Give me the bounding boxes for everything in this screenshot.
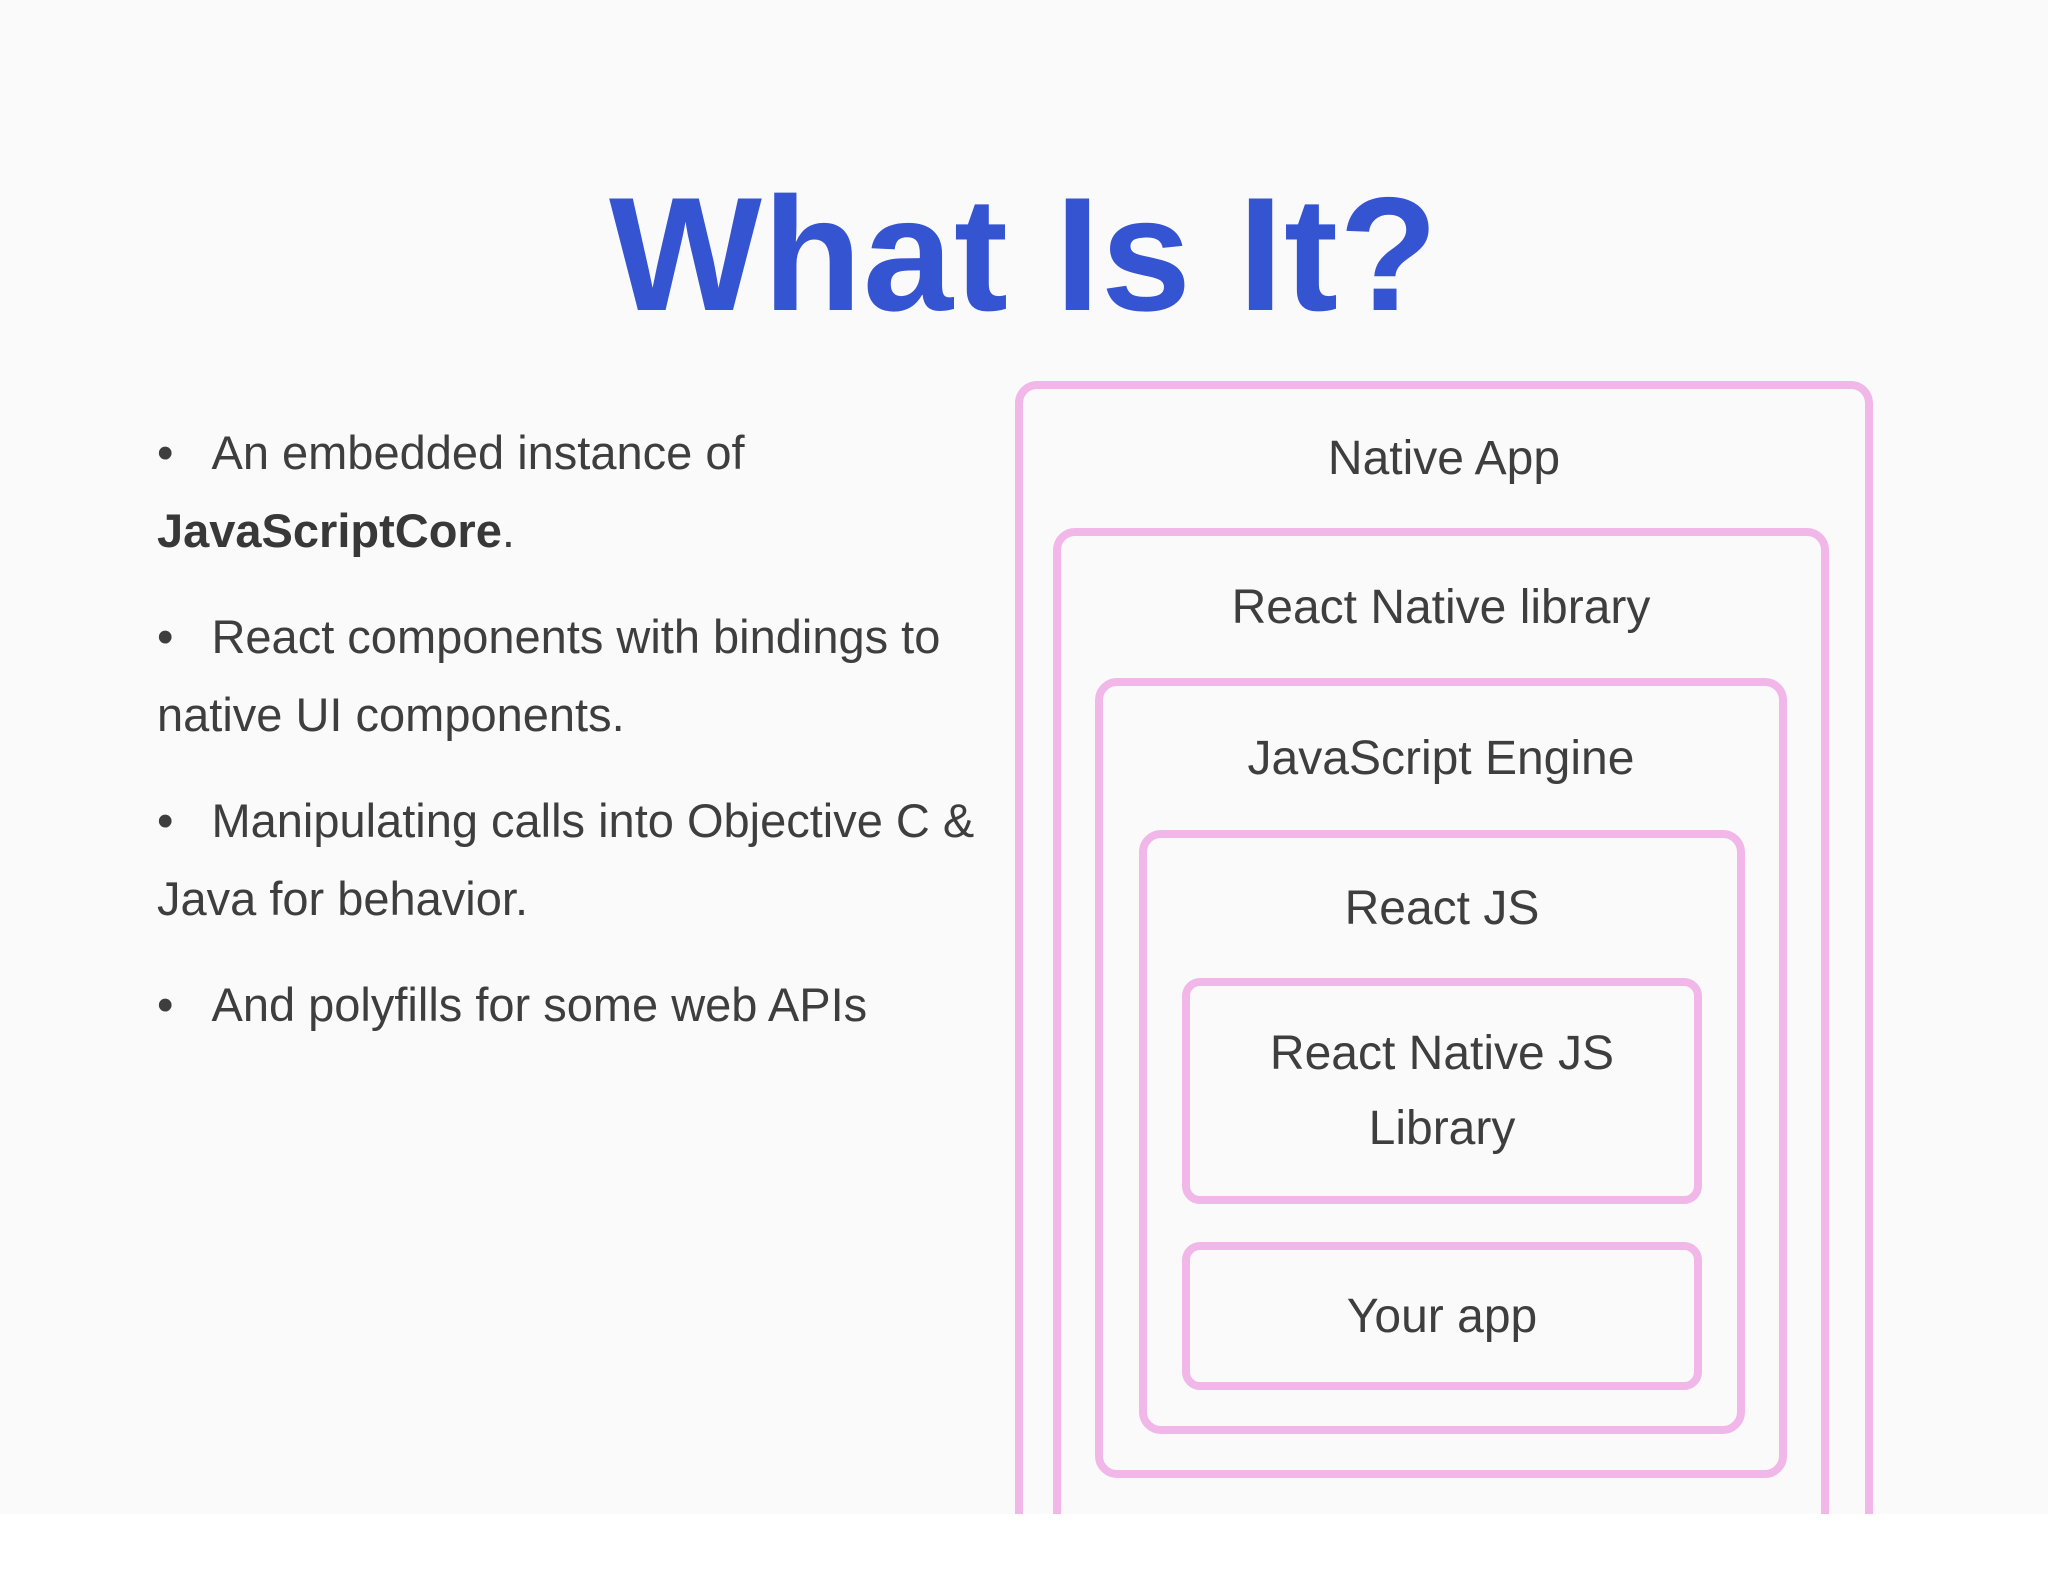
diagram-label: Native App [1327,432,1561,485]
bullet-text: And polyfills for some web APIs [211,978,868,1031]
bullet-text: React components with bindings to native… [157,610,941,741]
slide-title: What Is It? [609,164,1439,345]
diagram-label: JavaScript Engine [1247,731,1635,785]
bullet-item: •React components with bindings to nativ… [157,598,1047,754]
bullet-text: Manipulating calls into Objective C & Ja… [157,794,975,925]
bullet-item: • An embedded instance of JavaScriptCore. [157,414,1047,570]
bullet-marker: • [157,610,174,663]
bullet-marker: • [157,978,174,1031]
diagram-label: React Native JS Library [1269,1027,1615,1155]
diagram-label: React Native library [1231,580,1651,634]
bullet-text-bold: JavaScriptCore [157,504,502,557]
diagram-box-your-app: Your app [1182,1242,1702,1390]
diagram-label: Your app [1346,1289,1538,1343]
architecture-diagram: Native App React Native library JavaScri… [1015,381,1873,1514]
bullet-marker: • [157,426,174,479]
diagram-label: React JS [1344,881,1540,935]
bullet-text: . [501,504,515,557]
slide-bottom-margin [0,1514,2048,1582]
bullet-item: •Manipulating calls into Objective C & J… [157,782,1047,938]
bullet-list: • An embedded instance of JavaScriptCore.… [157,414,1047,1072]
diagram-box-javascript-engine: JavaScript Engine React JS React Native … [1095,678,1787,1478]
bullet-item: • And polyfills for some web APIs [157,966,1047,1044]
bullet-text: An embedded instance of [211,426,745,479]
diagram-box-react-js: React JS React Native JS Library Your ap… [1139,830,1745,1434]
diagram-box-react-native-library: React Native library JavaScript Engine R… [1053,528,1829,1514]
bullet-marker: • [157,794,174,847]
diagram-box-native-app: Native App React Native library JavaScri… [1015,381,1873,1514]
diagram-box-react-native-js-library: React Native JS Library [1182,978,1702,1204]
